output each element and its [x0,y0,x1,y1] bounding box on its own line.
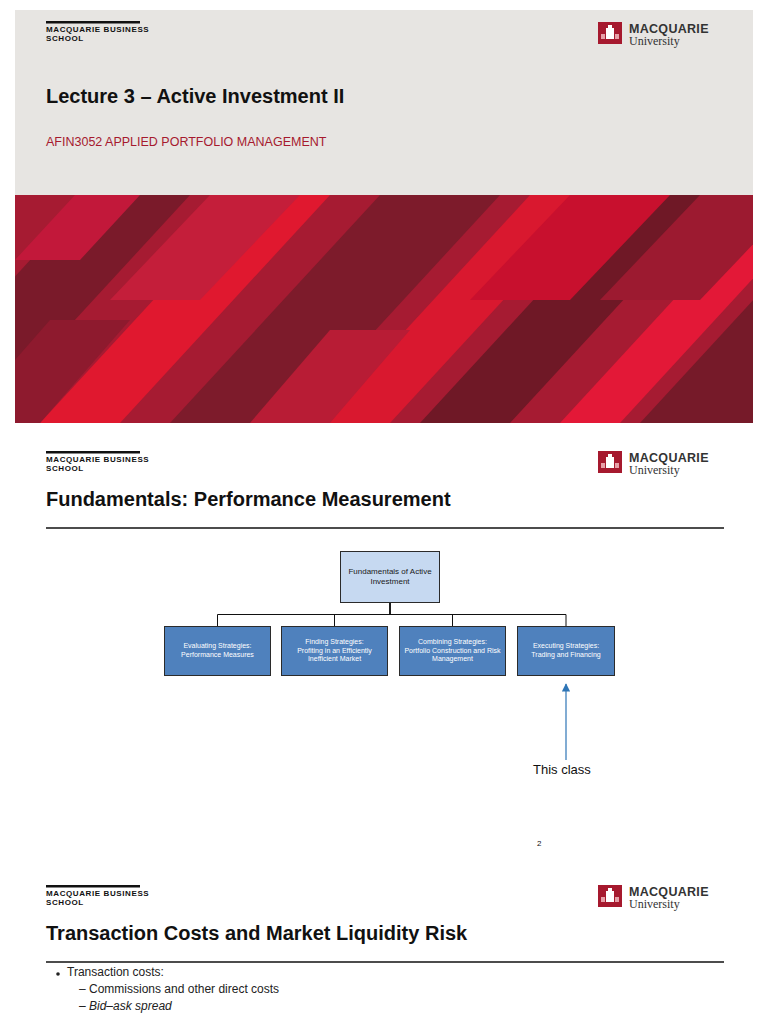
school-header: MACQUARIE BUSINESS SCHOOL [46,456,150,474]
tree-connector [335,603,391,626]
course-subtitle: AFIN3052 APPLIED PORTFOLIO MANAGEMENT [46,135,326,149]
strategy-box: Combining Strategies:Portfolio Construct… [399,626,506,676]
box-heading: Fundamentals of Active Investment [344,567,436,587]
slide-title: Lecture 3 – Active Investment II [46,85,344,108]
header-bar [46,451,140,454]
logo-subtitle: University [629,464,680,478]
box-heading: Executing Strategies: [533,642,599,651]
bullet-dot [56,972,60,976]
bullet-text: Transaction costs: [67,966,164,980]
box-body: Performance Measures [181,651,254,660]
strategy-box: Executing Strategies:Trading and Financi… [517,626,615,676]
logo-subtitle: University [629,898,680,912]
callout-text: This class [533,763,591,778]
box-heading: Finding Strategies: [305,638,363,647]
red-pattern-band [15,195,753,423]
title-rule [46,961,724,963]
callout-arrow [565,684,566,760]
page-number: 2 [537,839,541,848]
sub-bullet-text: – Bid–ask spread [79,1000,172,1014]
strategy-box: Evaluating Strategies:Performance Measur… [164,626,271,676]
university-logo-mark [598,22,622,907]
slide-title: Transaction Costs and Market Liquidity R… [46,922,467,945]
slide-title: Fundamentals: Performance Measurement [46,488,451,511]
tree-connector [390,603,566,626]
strategy-box: Finding Strategies:Profiting in an Effic… [281,626,388,676]
school-header: MACQUARIE BUSINESS SCHOOL [46,26,150,44]
box-body: Profiting in an Efficiently Inefficient … [285,647,384,665]
tree-connector [218,603,391,626]
logo-subtitle: University [629,35,680,49]
box-body: Trading and Financing [531,651,600,660]
sub-bullet-text: – Commissions and other direct costs [79,983,279,997]
title-rule [46,527,724,529]
box-heading: Evaluating Strategies: [183,642,251,651]
header-bar [46,21,140,24]
box-body: Portfolio Construction and Risk Manageme… [403,647,502,665]
school-header: MACQUARIE BUSINESS SCHOOL [46,890,150,908]
header-bar [46,885,140,888]
root-box: Fundamentals of Active Investment [340,551,440,603]
box-heading: Combining Strategies: [418,638,487,647]
title-panel [15,10,753,195]
